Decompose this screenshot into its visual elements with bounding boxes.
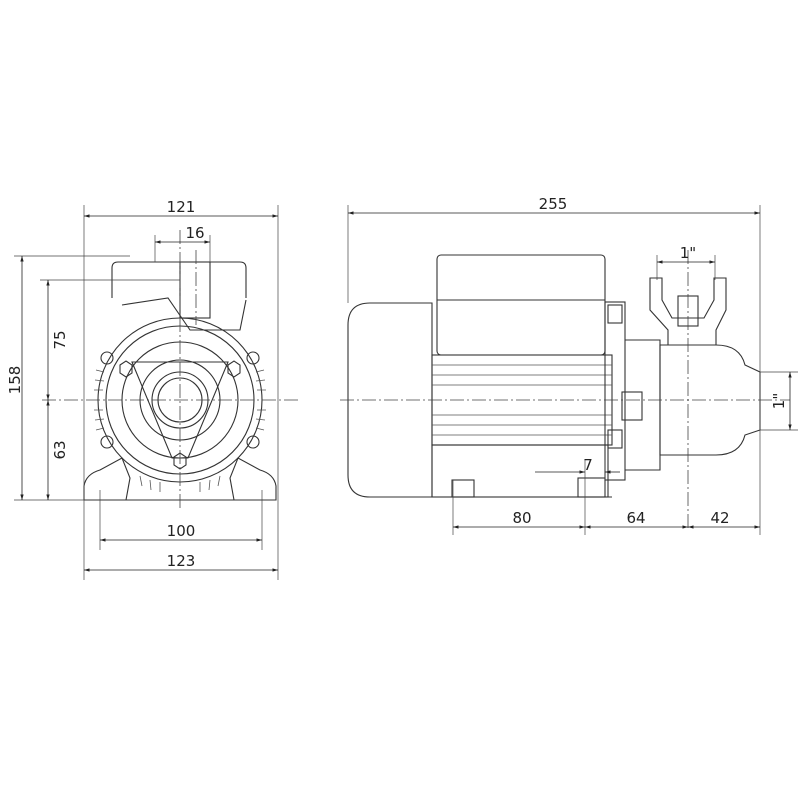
front-volute-top — [121, 297, 247, 331]
dim-overall-height: 158 — [6, 366, 24, 395]
front-left-foot — [83, 457, 131, 501]
front-right-foot — [229, 457, 277, 501]
dim-outlet-size: 1" — [680, 244, 696, 262]
dim-outlet-width: 16 — [185, 224, 204, 242]
front-view: 121 16 158 75 63 100 123 — [6, 198, 300, 580]
dim-foot-slot: 7 — [583, 456, 593, 474]
front-extension-lines — [14, 205, 279, 580]
side-motor-base — [431, 444, 609, 498]
front-outlet-port — [179, 261, 211, 319]
front-triangular-flange — [131, 361, 229, 459]
dim-foot-spacing: 80 — [512, 509, 531, 527]
side-flange — [604, 301, 626, 481]
side-flange-bolts — [607, 304, 623, 449]
dim-outlet-to-inlet: 42 — [710, 509, 729, 527]
dim-foot-hole-spacing: 100 — [167, 522, 196, 540]
side-rear-foot — [451, 479, 475, 498]
dim-inlet-size: 1" — [770, 393, 788, 409]
side-motor-fins — [432, 364, 612, 436]
side-fan-cover — [347, 302, 433, 498]
dim-upper-height: 75 — [51, 330, 69, 349]
front-top-housing — [111, 261, 247, 298]
side-shaft-seal — [621, 391, 643, 421]
dim-foot-to-outlet: 64 — [626, 509, 645, 527]
side-outlet-port — [649, 277, 727, 346]
side-terminal-box — [436, 254, 606, 356]
side-front-foot — [577, 477, 606, 498]
dim-overall-length: 255 — [539, 195, 568, 213]
side-view: 255 1" 1" 7 80 64 42 — [340, 195, 798, 535]
dim-lower-height: 63 — [51, 440, 69, 459]
front-bolts — [100, 351, 260, 470]
front-cooling-fins — [94, 369, 266, 492]
dim-overall-width: 121 — [167, 198, 196, 216]
dim-base-width: 123 — [167, 552, 196, 570]
